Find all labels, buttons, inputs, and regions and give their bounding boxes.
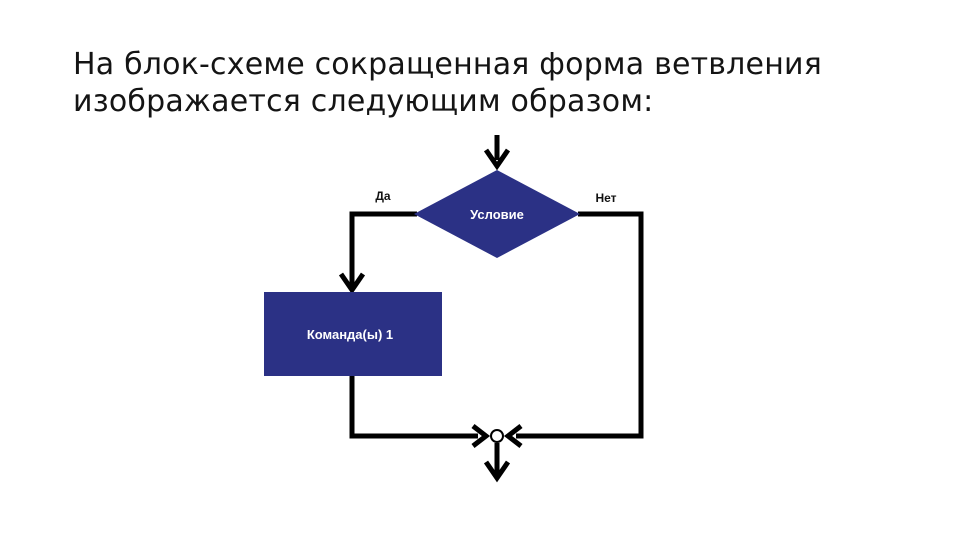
no-label: Нет (595, 191, 616, 205)
exit-arrow (483, 443, 511, 483)
yes-branch-line (338, 211, 417, 295)
no-branch-line (503, 211, 644, 448)
command-block (264, 292, 442, 376)
junction-connector (490, 429, 504, 443)
slide-title: На блок-схеме сокращенная форма ветвлени… (73, 46, 933, 120)
merge-line (349, 375, 491, 448)
slide-title-line-1: На блок-схеме сокращенная форма ветвлени… (73, 47, 822, 82)
slide-title-line-2: изображается следующим образом: (73, 84, 654, 119)
entry-arrow (483, 135, 511, 171)
condition-label: Условие (470, 207, 524, 222)
yes-label: Да (375, 189, 391, 203)
command-label: Команда(ы) 1 (307, 327, 393, 342)
condition-diamond (414, 170, 580, 258)
